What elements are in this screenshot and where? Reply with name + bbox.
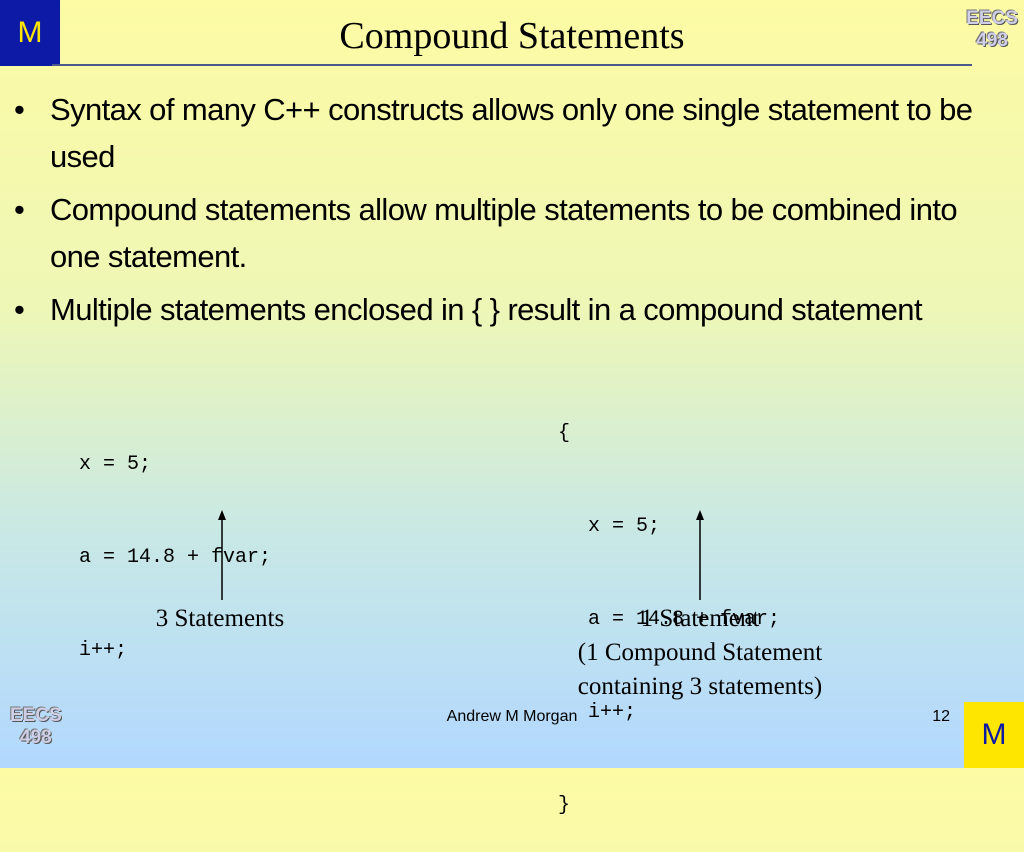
course-badge-top: EECS 498 (966, 8, 1018, 52)
code-block-separate: x = 5; a = 14.8 + fvar; i++; (79, 387, 271, 697)
caption-line: (1 Compound Statement (577, 639, 823, 666)
course-badge-bottom: EECS 498 (10, 705, 62, 749)
title-divider (52, 64, 972, 66)
logo-letter: M (981, 718, 1007, 751)
logo-letter: M (17, 16, 43, 49)
caption-line: 1 Statement (640, 605, 760, 632)
arrow-up-right (696, 510, 704, 600)
course-badge-line2: 498 (976, 30, 1008, 51)
slide-title: Compound Statements (339, 15, 685, 57)
arrow-up-left (218, 510, 226, 600)
course-badge-line1: EECS (10, 705, 62, 726)
code-line: x = 5; (79, 453, 152, 476)
course-badge-line1: EECS (966, 8, 1018, 29)
bullet-text: Syntax of many C++ constructs allows onl… (50, 92, 973, 174)
bullet-marker: • (14, 292, 25, 327)
course-badge-line2: 498 (20, 727, 52, 748)
bullet-text: Multiple statements enclosed in { } resu… (50, 292, 923, 327)
bullet-item: • Syntax of many C++ constructs allows o… (14, 86, 1014, 180)
bullet-marker: • (14, 192, 25, 227)
code-block-compound: { x = 5; a = 14.8 + fvar; i++; } (558, 356, 780, 852)
caption-separate-statements: 3 Statements (155, 605, 285, 632)
bullet-item: • Compound statements allow multiple sta… (14, 186, 1014, 280)
bullet-marker: • (14, 92, 25, 127)
footer-author: Andrew M Morgan (446, 708, 578, 725)
code-close-brace: } (558, 794, 571, 817)
code-line: a = 14.8 + fvar; (588, 608, 781, 631)
caption-compound-statement: 1 Statement (1 Compound Statement contai… (540, 602, 860, 704)
bullet-text: Compound statements allow multiple state… (50, 192, 958, 274)
university-logo-top: M (0, 0, 60, 66)
page-number: 12 (932, 708, 950, 725)
caption-line: containing 3 statements) (577, 673, 823, 700)
code-line: i++; (588, 701, 637, 724)
code-open-brace: { (558, 422, 571, 445)
university-logo-bottom: M (964, 702, 1024, 768)
code-line: x = 5; (588, 515, 661, 538)
code-line: a = 14.8 + fvar; (79, 546, 272, 569)
code-line: i++; (79, 639, 128, 662)
bullet-item: • Multiple statements enclosed in { } re… (14, 286, 1014, 333)
bullet-list: • Syntax of many C++ constructs allows o… (14, 86, 1014, 339)
